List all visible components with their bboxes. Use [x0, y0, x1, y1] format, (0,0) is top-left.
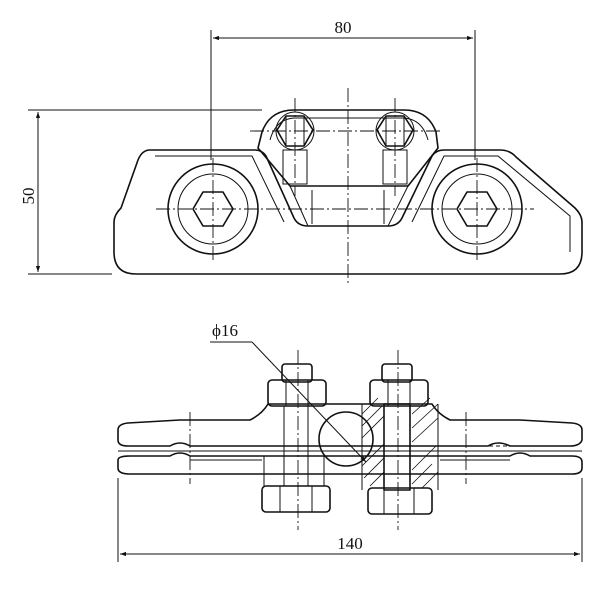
dimension-80: 80: [210, 18, 476, 160]
dimension-140: 140: [117, 478, 583, 562]
top-view: 80 50: [19, 18, 583, 284]
clamp-plate-outline: [113, 149, 583, 275]
bolt-right-section: [367, 363, 433, 515]
dimension-50-label: 50: [19, 188, 38, 205]
dimension-140-label: 140: [337, 534, 363, 553]
lower-plate: [117, 452, 583, 475]
nut-left-lower: [261, 455, 331, 513]
dimension-50: 50: [19, 109, 262, 275]
front-view: ϕ16 140: [117, 321, 583, 562]
center-clamp-outline: [257, 109, 439, 187]
center-clamp-inner: [269, 117, 429, 141]
diameter-label: ϕ16: [212, 321, 238, 340]
bolt-left-upper: [267, 363, 327, 487]
clamp-edge-right: [387, 185, 409, 227]
dimension-diameter-16: ϕ16: [210, 321, 367, 463]
upper-plate: [117, 403, 583, 447]
clamp-edge-left: [289, 185, 309, 227]
conductor-cross-section: [318, 411, 374, 467]
dimension-80-label: 80: [335, 18, 352, 37]
section-hatching: [361, 397, 439, 490]
plate-inner-edge: [155, 155, 571, 252]
